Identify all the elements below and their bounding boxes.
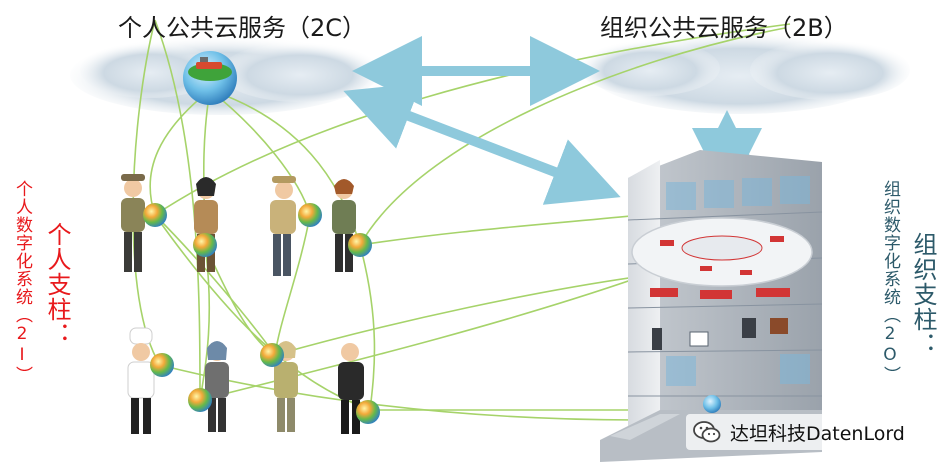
wechat-icon	[692, 419, 722, 445]
data-orb	[298, 203, 322, 227]
data-orb	[150, 353, 174, 377]
data-orb	[260, 343, 284, 367]
data-orb	[188, 388, 212, 412]
person-redhead	[332, 179, 372, 272]
data-orb	[193, 233, 217, 257]
person-hiker	[121, 174, 167, 272]
data-orb	[356, 400, 380, 424]
personal-cloud-title: 个人公共云服务（2C）	[118, 8, 366, 43]
person-woman-blonde	[260, 341, 298, 432]
org-digital-system-label: 组织数字化系统（2O）	[878, 180, 903, 384]
person-chef	[128, 328, 174, 434]
watermark: 达坦科技DatenLord	[686, 414, 911, 450]
earth-globe-icon	[183, 51, 237, 105]
watermark-text: 达坦科技DatenLord	[730, 419, 905, 446]
person-explorer	[270, 176, 322, 276]
person-woman-blue	[188, 341, 229, 432]
personal-digital-system-label: 个人数字化系统（2I）	[10, 180, 35, 384]
data-orb	[143, 203, 167, 227]
data-orb	[348, 233, 372, 257]
org-pillar-label: 组织支柱：	[906, 232, 941, 357]
personal-pillar-label: 个人支柱：	[40, 222, 75, 347]
arrow-2c-building	[362, 98, 602, 190]
org-cloud-title: 组织公共云服务（2B）	[600, 8, 848, 43]
